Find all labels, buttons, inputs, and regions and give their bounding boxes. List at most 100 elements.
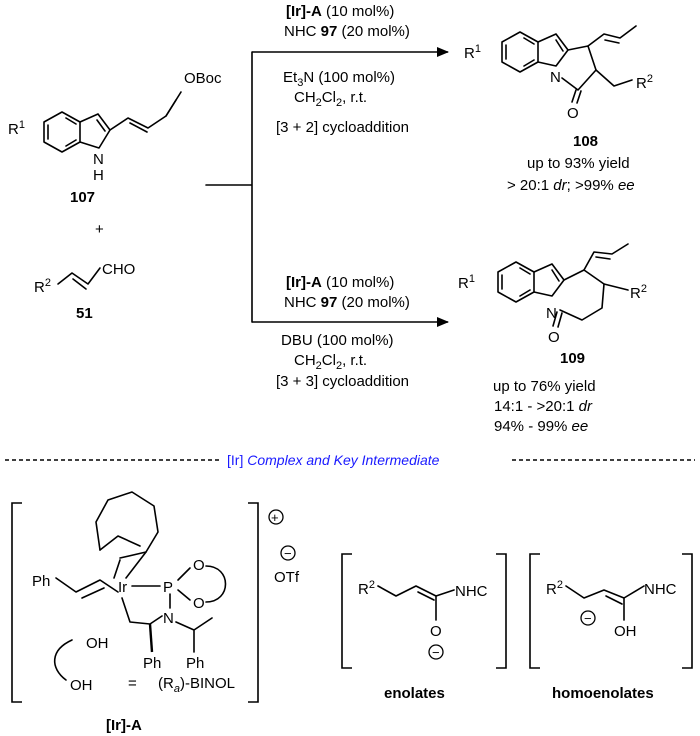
binol-equals: = <box>128 675 137 692</box>
p108-benzene <box>501 31 539 73</box>
enolate-structure <box>377 585 455 621</box>
ir-complex-structure <box>53 491 227 681</box>
p109-benzene-double <box>501 267 531 297</box>
p109-yield: up to 76% yield <box>493 378 596 395</box>
enolate-o: O <box>430 623 442 640</box>
bottom-cycloaddition: [3 + 3] cycloaddition <box>276 373 409 390</box>
enal-reactant-51 <box>57 267 101 290</box>
minus-charge-circle <box>280 545 296 561</box>
homoenolates-label: homoenolates <box>552 685 654 702</box>
p109-dr: 14:1 - >20:1 dr <box>494 398 593 415</box>
homoenolate-double <box>605 595 623 605</box>
cod-inner <box>99 535 141 551</box>
p108-yield: up to 93% yield <box>527 155 630 172</box>
bottom-solvent: CH2Cl2, r.t. <box>294 352 367 372</box>
homoenolate-r2: R2 <box>546 579 563 598</box>
benzene-double-bonds <box>47 117 77 147</box>
top-nhc: NHC 97 (20 mol%) <box>284 23 410 40</box>
p108-benzene-double <box>505 37 535 67</box>
p109-carbonyl <box>552 311 563 328</box>
cho-label: CHO <box>102 261 135 278</box>
enolate-bracket-left <box>341 553 352 669</box>
p-o-bonds <box>177 567 191 601</box>
homoenolate-bracket-left <box>529 553 540 669</box>
allyl-chain <box>109 91 182 131</box>
plus-charge: + <box>271 510 279 525</box>
homoenolate-nhc: NHC <box>644 581 677 598</box>
complex-ph-a: Ph <box>143 655 161 672</box>
top-catalyst: [Ir]-A (10 mol%) <box>286 3 394 20</box>
enal-double-bond <box>72 278 87 290</box>
plus-charge-circle <box>268 509 284 525</box>
complex-ir: Ir <box>118 579 127 596</box>
p109-n: N <box>546 305 557 322</box>
compound-label-51: 51 <box>76 305 93 322</box>
ch2-bond <box>165 99 177 117</box>
homoenolate-bracket-right <box>682 553 693 669</box>
product-109-structure <box>497 243 629 328</box>
p108-o: O <box>567 105 579 122</box>
p108-r1: R1 <box>464 43 481 62</box>
cod-to-ir <box>113 551 147 579</box>
compound-label-109: 109 <box>560 350 585 367</box>
complex-p: P <box>163 579 173 596</box>
p109-vinyl-double <box>595 256 611 260</box>
counterion-otf: OTf <box>274 569 300 586</box>
p109-vinyl <box>583 243 629 271</box>
indole-n-label: N <box>93 151 104 168</box>
top-base: Et3N (100 mol%) <box>283 69 395 89</box>
r1-label: R1 <box>8 119 25 138</box>
indole-h-label: H <box>93 167 104 184</box>
enolate-nhc: NHC <box>455 583 488 600</box>
p108-cyclopentane <box>561 45 597 91</box>
complex-ph-b: Ph <box>186 655 204 672</box>
benzene-ring <box>43 111 81 153</box>
binol-label: (Ra)-BINOL <box>158 675 235 695</box>
p109-r2-bond <box>603 283 629 291</box>
wedge-ph-a <box>148 623 154 653</box>
product-108-structure <box>501 25 637 104</box>
compound-label-107: 107 <box>70 189 95 206</box>
r2-label: R2 <box>34 277 51 296</box>
enal-chain <box>57 267 101 285</box>
p108-vinyl-double <box>604 39 620 44</box>
top-solvent: CH2Cl2, r.t. <box>294 89 367 109</box>
complex-bracket-left <box>11 502 22 703</box>
homoenolate-minus: − <box>584 611 592 626</box>
enolates-label: enolates <box>384 685 445 702</box>
binol-oh-top: OH <box>86 635 109 652</box>
complex-n: N <box>163 610 174 627</box>
bottom-nhc: NHC 97 (20 mol%) <box>284 294 410 311</box>
p108-vinyl <box>587 25 637 47</box>
homoenolate-structure <box>565 585 645 621</box>
p109-ee: 94% - 99% ee <box>494 418 588 435</box>
branch-connector <box>205 51 253 323</box>
section-title: [Ir] Complex and Key Intermediate <box>227 452 440 468</box>
oboc-label: OBoc <box>184 70 222 87</box>
p109-r1: R1 <box>458 273 475 292</box>
binol-arc <box>53 639 73 681</box>
p109-r2: R2 <box>630 283 647 302</box>
homoenolate-chain <box>565 585 645 599</box>
p109-piperidinone <box>559 269 605 321</box>
alkene-double-bond <box>129 122 148 133</box>
enolate-bracket-right <box>496 553 507 669</box>
bottom-base: DBU (100 mol%) <box>281 332 394 349</box>
enolate-double <box>417 591 435 601</box>
p109-o: O <box>548 329 560 346</box>
minus-charge: − <box>284 546 292 561</box>
p108-carbonyl <box>571 89 582 104</box>
enolate-minus: − <box>432 645 440 660</box>
backbone <box>121 597 163 625</box>
cod-ring <box>95 491 159 559</box>
compound-label-108: 108 <box>573 133 598 150</box>
bottom-catalyst: [Ir]-A (10 mol%) <box>286 274 394 291</box>
p108-side-chain <box>595 69 633 87</box>
complex-o-top: O <box>193 557 205 574</box>
complex-bracket-right <box>248 502 259 703</box>
binol-oh-bot: OH <box>70 677 93 694</box>
complex-label: [Ir]-A <box>106 717 142 734</box>
p109-benzene <box>497 261 535 303</box>
p109-pyrrole <box>533 263 565 297</box>
